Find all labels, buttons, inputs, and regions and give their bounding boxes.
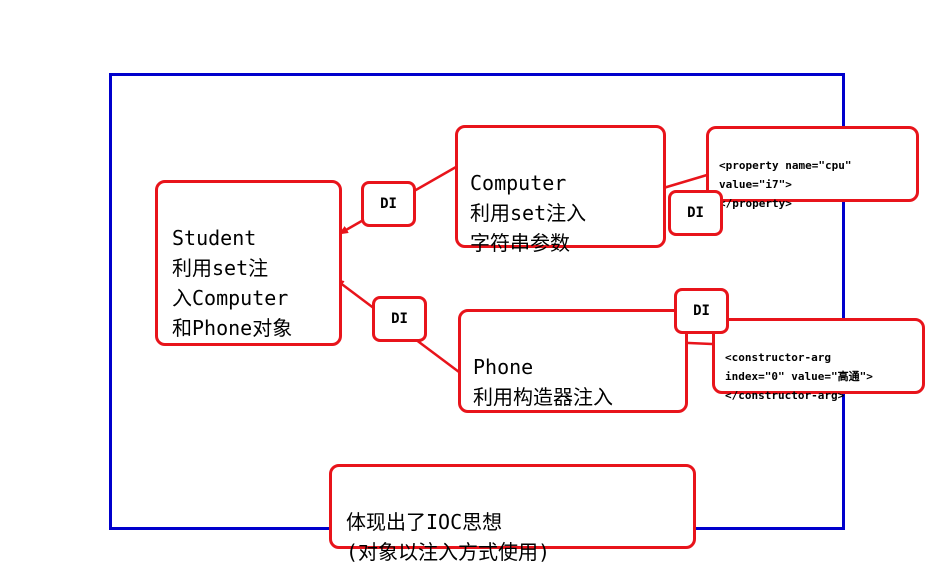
di-label-text: DI [687,205,704,221]
property-code-box: <property name="cpu" value="i7"> </prope… [706,126,919,210]
phone-text: Phone 利用构造器注入 [473,355,613,409]
di-label-text: DI [391,311,408,327]
student-text: Student 利用set注 入Computer 和Phone对象 [172,226,293,340]
computer-text: Computer 利用set注入 字符串参数 [470,171,587,255]
constructor-code-text: <constructor-arg index="0" value="高通"> <… [725,351,873,402]
conclusion-text: 体现出了IOC思想 (对象以注入方式使用) [346,510,551,564]
di-label-constructor-phone: DI [674,288,729,334]
di-label-text: DI [380,196,397,212]
constructor-code-box: <constructor-arg index="0" value="高通"> <… [712,318,925,402]
di-label-computer-student: DI [361,181,416,227]
computer-box: Computer 利用set注入 字符串参数 [455,125,666,255]
student-box: Student 利用set注 入Computer 和Phone对象 [155,180,342,346]
di-label-phone-student: DI [372,296,427,342]
conclusion-box: 体现出了IOC思想 (对象以注入方式使用) [329,464,696,564]
di-label-text: DI [693,303,710,319]
phone-box: Phone 利用构造器注入 [458,309,688,413]
di-label-property-computer: DI [668,190,723,236]
property-code-text: <property name="cpu" value="i7"> </prope… [719,159,852,210]
